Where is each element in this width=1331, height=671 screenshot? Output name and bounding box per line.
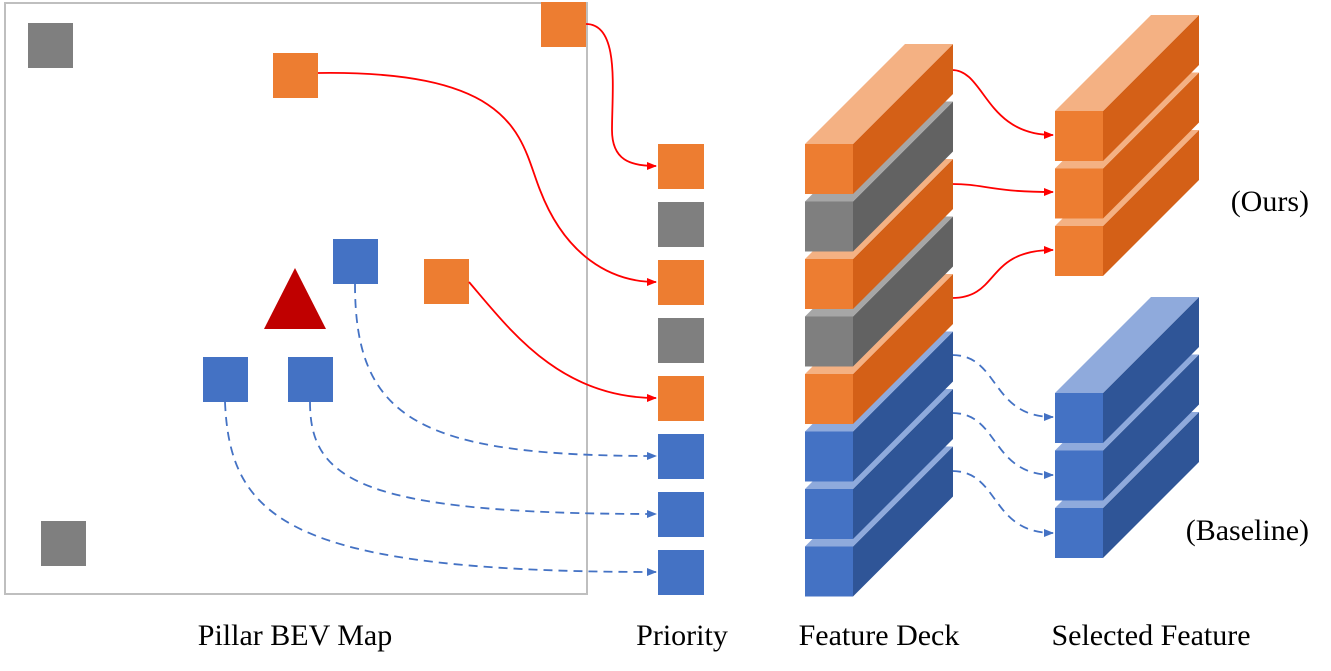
baseline-cube-front-face	[1055, 508, 1103, 558]
pillar-gray-bottom-left	[41, 521, 86, 566]
arrow-blue-bev-to-priority-2	[309, 401, 657, 518]
ours-cube-top-face	[1055, 15, 1199, 111]
priority-cell-gray	[658, 318, 704, 363]
deck-cube-front-face	[805, 489, 853, 539]
deck-cube-side-face	[853, 331, 953, 482]
pillar-orange-2	[541, 2, 586, 47]
arrow-blue-deck-to-baseline-3	[951, 470, 1054, 537]
priority-cell-orange	[658, 376, 704, 421]
bev-map-frame	[4, 2, 588, 595]
priority-cell-orange	[658, 260, 704, 305]
deck-cube-front-face	[805, 431, 853, 482]
deck-cube-front-face	[805, 374, 853, 424]
arrow-blue-deck-to-baseline-1	[951, 354, 1054, 421]
ours-cube-front-face	[1055, 111, 1103, 161]
arrow-blue-bev-to-priority-3	[224, 401, 657, 576]
priority-column	[658, 144, 704, 595]
pillar-orange-1	[273, 53, 318, 98]
deck-cube-side-face	[853, 389, 953, 539]
ours-cube-side-face	[1103, 130, 1199, 276]
arrow-red-bev-to-priority-3	[468, 281, 657, 402]
ours-cube-orange	[1055, 15, 1199, 161]
deck-cube-front-face	[805, 546, 853, 597]
deck-cube-side-face	[853, 101, 953, 252]
ours-cube-side-face	[1103, 15, 1199, 161]
priority-cell-orange	[658, 144, 704, 189]
selected-feature-baseline-stack	[1055, 297, 1199, 558]
baseline-cube-side-face	[1103, 412, 1199, 558]
selected-feature-ours-stack	[1055, 15, 1199, 276]
priority-cell-blue	[658, 492, 704, 537]
connection-arrows	[224, 23, 1054, 576]
arrow-red-deck-to-ours-2	[951, 183, 1054, 196]
deck-cube-side-face	[853, 274, 953, 424]
ours-cube-front-face	[1055, 168, 1103, 219]
pillar-orange-3	[424, 259, 469, 304]
deck-cube-side-face	[853, 446, 953, 597]
pillar-blue-2	[203, 357, 248, 402]
arrow-red-bev-to-priority-1	[585, 23, 657, 170]
bev-pillars	[28, 2, 586, 566]
deck-cube-side-face	[853, 216, 953, 367]
deck-cube-front-face	[805, 201, 853, 252]
arrow-red-deck-to-ours-3	[951, 246, 1054, 299]
deck-cube-orange	[805, 44, 953, 194]
arrow-blue-deck-to-baseline-2	[951, 412, 1054, 479]
ours-cube-front-face	[1055, 226, 1103, 276]
arrow-red-deck-to-ours-1	[951, 69, 1054, 139]
arrow-red-bev-to-priority-2	[317, 72, 657, 286]
baseline-cube-side-face	[1103, 297, 1199, 443]
priority-cell-blue	[658, 434, 704, 479]
label-ours: (Ours)	[1231, 185, 1309, 218]
ego-vehicle-triangle	[264, 268, 326, 329]
deck-cube-front-face	[805, 144, 853, 194]
pillar-blue-3	[288, 357, 333, 402]
baseline-cube-front-face	[1055, 450, 1103, 501]
deck-cube-front-face	[805, 259, 853, 309]
label-selected-feature: Selected Feature	[1051, 619, 1250, 652]
deck-cube-side-face	[853, 159, 953, 309]
pillar-blue-1	[333, 239, 378, 284]
priority-cell-gray	[658, 202, 704, 247]
pillar-gray-top-left	[28, 23, 73, 68]
label-feature-deck: Feature Deck	[799, 619, 960, 652]
baseline-cube-front-face	[1055, 393, 1103, 443]
deck-cube-top-face	[805, 44, 953, 144]
priority-cell-blue	[658, 550, 704, 595]
baseline-cube-blue	[1055, 297, 1199, 443]
feature-deck-stack	[805, 44, 953, 597]
arrow-blue-bev-to-priority-1	[354, 283, 657, 460]
baseline-cube-top-face	[1055, 297, 1199, 393]
baseline-cube-side-face	[1103, 354, 1199, 501]
deck-cube-front-face	[805, 316, 853, 367]
deck-cube-side-face	[853, 44, 953, 194]
label-priority: Priority	[636, 619, 728, 652]
label-baseline: (Baseline)	[1186, 514, 1309, 547]
ours-cube-side-face	[1103, 72, 1199, 219]
label-pillar-bev-map: Pillar BEV Map	[198, 619, 392, 652]
